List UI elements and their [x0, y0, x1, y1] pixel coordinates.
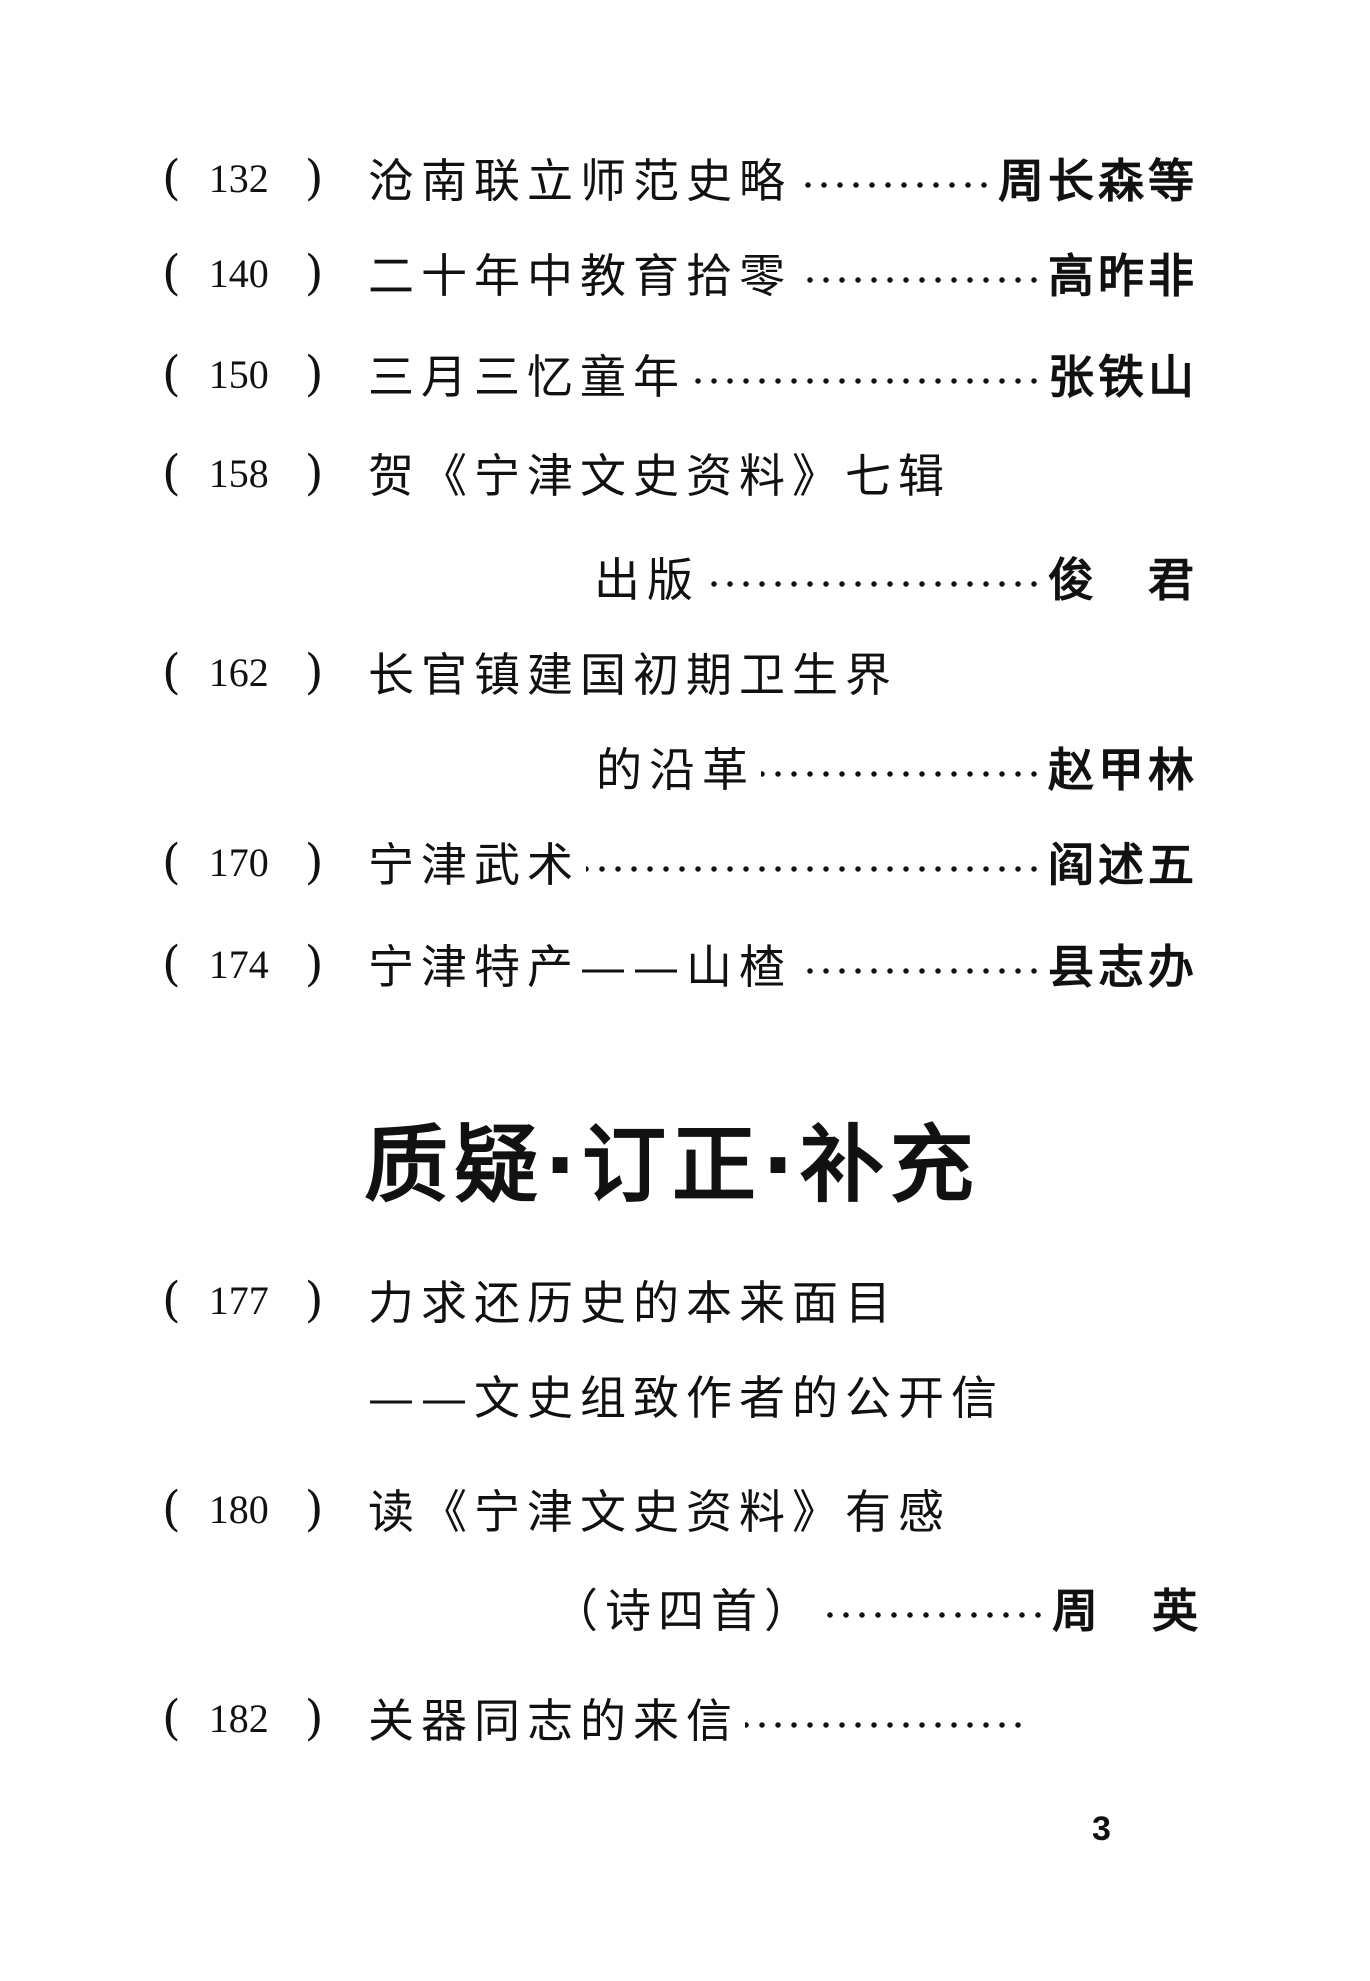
entry-title-cont: 的沿革: [596, 743, 755, 797]
entry-author: 高昨非: [1048, 249, 1198, 303]
toc-entry: (177) 力求还历史的本来面目: [162, 1268, 1198, 1332]
dot-leader: [798, 275, 1042, 285]
entry-author: 阎述五: [1048, 838, 1198, 892]
page-ref: (150): [162, 346, 324, 402]
entry-title: 宁津特产——山楂: [368, 940, 792, 994]
dot-leader: [586, 864, 1042, 874]
toc-entry-continuation: 出版 俊 君: [594, 545, 1198, 609]
entry-subtitle: ——文史组致作者的公开信: [368, 1371, 1004, 1425]
page-ref: (174): [162, 936, 324, 992]
page-ref: (180): [162, 1481, 324, 1537]
toc-entry-continuation: （诗四首） 周 英: [552, 1576, 1202, 1640]
entry-title: 长官镇建国初期卫生界: [368, 648, 898, 702]
dot-leader: [706, 579, 1042, 589]
toc-entry: (162) 长官镇建国初期卫生界: [162, 640, 1198, 704]
section-heading: 质疑·订正·补充: [364, 1116, 980, 1214]
entry-author: 俊 君: [1048, 553, 1198, 607]
entry-author: 周 英: [1052, 1584, 1202, 1638]
dot-leader: [823, 1610, 1046, 1620]
toc-entry: (132) 沧南联立师范史略 周长森等: [162, 146, 1198, 210]
toc-entry: (140) 二十年中教育拾零 高昨非: [162, 241, 1198, 305]
dot-leader: [798, 966, 1042, 976]
page-ref: (140): [162, 245, 324, 301]
toc-entry: (158) 贺《宁津文史资料》七辑: [162, 441, 1198, 505]
entry-author: 县志办: [1048, 940, 1198, 994]
toc-entry: (150) 三月三忆童年 张铁山: [162, 342, 1198, 406]
entry-title: 三月三忆童年: [368, 350, 686, 404]
toc-entry: (170) 宁津武术 阎述五: [162, 830, 1198, 894]
entry-title: 贺《宁津文史资料》七辑: [368, 449, 951, 503]
dot-leader: [745, 1720, 1026, 1730]
entry-title: 二十年中教育拾零: [368, 249, 792, 303]
dot-leader: [798, 180, 992, 190]
dot-leader: [692, 376, 1042, 386]
entry-title: 力求还历史的本来面目: [368, 1276, 898, 1330]
toc-entry: (180) 读《宁津文史资料》有感: [162, 1477, 1198, 1541]
page-ref: (158): [162, 445, 324, 501]
entry-author: 周长森等: [998, 154, 1198, 208]
entry-author: 张铁山: [1048, 350, 1198, 404]
toc-entry-continuation: ——文史组致作者的公开信: [368, 1363, 1198, 1427]
entry-title: 读《宁津文史资料》有感: [368, 1485, 951, 1539]
page-ref: (132): [162, 150, 324, 206]
page-ref: (182): [162, 1690, 324, 1746]
entry-title: 沧南联立师范史略: [368, 154, 792, 208]
toc-entry-continuation: 的沿革 赵甲林: [596, 735, 1198, 799]
entry-title: 关器同志的来信: [368, 1694, 739, 1748]
entry-author: 赵甲林: [1048, 743, 1198, 797]
page-ref: (162): [162, 644, 324, 700]
entry-title: 宁津武术: [368, 838, 580, 892]
page-ref: (177): [162, 1272, 324, 1328]
page-ref: (170): [162, 834, 324, 890]
toc-entry: (174) 宁津特产——山楂 县志办: [162, 932, 1198, 996]
entry-title-cont: 出版: [594, 553, 700, 607]
entry-title-cont: （诗四首）: [552, 1584, 817, 1638]
toc-entry: (182) 关器同志的来信: [162, 1686, 1032, 1750]
page-number: 3: [1092, 1810, 1111, 1848]
dot-leader: [761, 769, 1042, 779]
